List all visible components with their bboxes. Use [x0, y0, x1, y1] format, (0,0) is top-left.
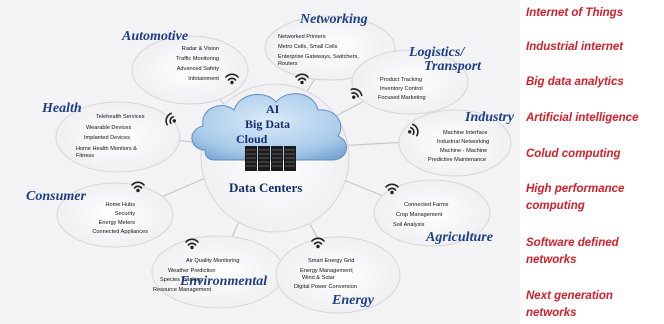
technology-item: Artificial intelligence — [526, 112, 639, 124]
wifi-icon — [131, 181, 145, 193]
health-item: Home Health Monitors & — [76, 146, 137, 152]
logistics-title-line2: Transport — [424, 59, 482, 74]
logistics-item: Focused Marketing — [378, 95, 426, 101]
automotive-item: Traffic Monitoring — [176, 56, 219, 62]
wifi-icon — [225, 73, 239, 85]
wifi-icon — [295, 73, 309, 85]
agriculture-item: Crop Management — [396, 212, 443, 218]
wifi-icon — [185, 238, 199, 250]
wifi-icons — [131, 73, 419, 250]
consumer-title: Consumer — [26, 189, 86, 204]
networking-item: Metro Cells, Small Cells — [278, 44, 338, 50]
agriculture-title: Agriculture — [425, 230, 493, 245]
technology-item: Industrial internet — [526, 41, 624, 53]
health-item: Fitness — [76, 153, 94, 159]
technology-item: Internet of Things — [526, 7, 624, 19]
wifi-icon — [165, 112, 177, 126]
ecosystem-diagram: AI Big Data Cloud Data Centers Automotiv… — [26, 12, 515, 314]
technology-item: High performance — [526, 183, 625, 195]
energy-item: Digital Power Conversion — [294, 284, 357, 290]
health-item: Telehealth Services — [96, 114, 145, 120]
environmental-item: Air Quality Monitoring — [186, 258, 239, 264]
health-title: Health — [41, 101, 82, 116]
hub-line-ai: AI — [266, 102, 280, 116]
technology-item: computing — [526, 200, 585, 212]
technology-item: Big data analytics — [526, 76, 624, 88]
environmental-title: Environmental — [179, 274, 267, 289]
automotive-title: Automotive — [121, 29, 188, 44]
networking-item: Enterprise Gateways, Switchers, — [278, 54, 359, 60]
technology-item: networks — [526, 307, 577, 319]
technology-item: Software defined — [526, 237, 619, 249]
automotive-item: Radar & Vision — [182, 46, 219, 52]
health-oval — [55, 101, 181, 173]
agriculture-oval — [373, 179, 491, 247]
consumer-oval — [56, 182, 174, 248]
industry-item: Industrial Networking — [437, 139, 489, 145]
wifi-icon — [350, 88, 363, 99]
environmental-item: Species Tracking — [160, 277, 203, 283]
industry-item: Machine Interface — [443, 130, 487, 136]
energy-oval — [275, 236, 401, 314]
consumer-item: Security — [115, 211, 135, 217]
energy-title: Energy — [331, 293, 375, 308]
agriculture-item: Soil Analysis — [393, 222, 425, 228]
industry-item: Predictive Maintenance — [428, 157, 486, 163]
technology-item: networks — [526, 254, 577, 266]
technology-item: Next generation — [526, 290, 613, 302]
hub-line-cloud: Cloud — [236, 132, 268, 146]
wifi-icon — [385, 183, 399, 195]
energy-item: Energy Management; — [300, 268, 354, 274]
consumer-item: Connected Appliances — [92, 229, 148, 235]
consumer-item: Energy Meters — [99, 220, 136, 226]
industry-title: Industry — [464, 110, 515, 125]
networking-item: Routers — [278, 61, 298, 67]
industry-oval — [398, 109, 512, 177]
automotive-item: Advanced Safety — [177, 66, 219, 72]
logistics-item: Inventory Control — [380, 86, 423, 92]
cloud-shape — [191, 93, 347, 161]
energy-item: Smart Energy Grid — [308, 258, 354, 264]
energy-item: Wind & Solar — [302, 275, 335, 281]
industry-item: Machine - Machine — [440, 148, 487, 154]
consumer-item: Home Hubs — [105, 202, 135, 208]
wifi-icon — [311, 237, 325, 249]
environmental-item: Resource Management — [153, 287, 212, 293]
hub-line-big-data: Big Data — [245, 117, 290, 131]
networking-title: Networking — [299, 12, 368, 27]
health-item: Implanted Devices — [84, 135, 130, 141]
logistics-oval — [351, 49, 469, 115]
logistics-title-line1: Logistics/ — [408, 45, 465, 60]
agriculture-item: Connected Farms — [404, 202, 449, 208]
logistics-item: Product Tracking — [380, 77, 422, 83]
server-rack-icon — [245, 146, 296, 171]
health-item: Wearable Devices — [86, 125, 131, 131]
networking-item: Networked Printers — [278, 34, 326, 40]
wifi-icon — [407, 123, 419, 137]
technology-item: Colud computing — [526, 148, 621, 160]
automotive-oval — [131, 35, 249, 105]
environmental-item: Weather Prediction — [168, 268, 215, 274]
data-centers-label: Data Centers — [229, 180, 302, 195]
automotive-item: Infotainment — [188, 76, 219, 82]
